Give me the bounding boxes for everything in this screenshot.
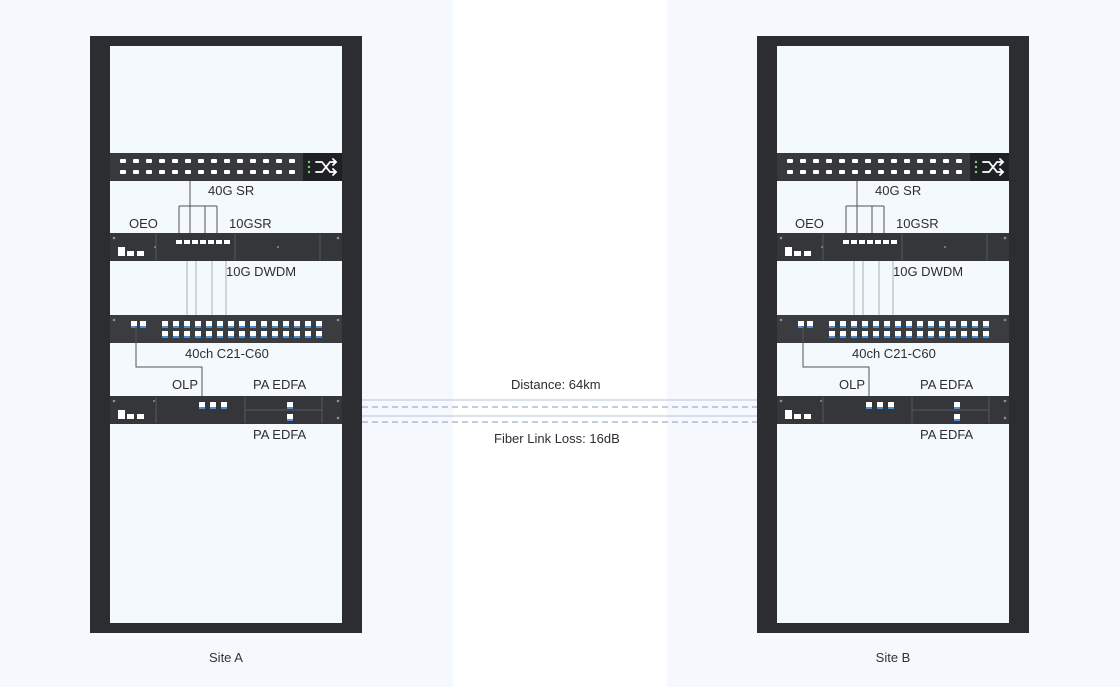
oeo-label: OEO	[795, 216, 824, 231]
olp-label: OLP	[172, 377, 199, 392]
oeo-ports	[112, 234, 340, 260]
pa-edfa-top-label: PA EDFA	[920, 377, 974, 392]
mux-unit[interactable]	[110, 315, 342, 343]
link-loss-label: Fiber Link Loss: 16dB	[494, 431, 620, 446]
pa-edfa-bottom-label: PA EDFA	[253, 427, 307, 442]
site-b-label: Site B	[875, 650, 911, 665]
switch-unit[interactable]	[110, 153, 342, 181]
switch-ports	[120, 153, 342, 181]
switch-ports-label: 40G SR	[208, 183, 255, 198]
oeo-line-label: 10G DWDM	[893, 264, 964, 279]
switch-ports-label: 40G SR	[875, 183, 922, 198]
oeo-label: OEO	[129, 216, 158, 231]
oeo-ports	[779, 234, 1007, 260]
olp-label: OLP	[839, 377, 866, 392]
mux-ports	[112, 318, 340, 338]
pa-edfa-top-label: PA EDFA	[253, 377, 307, 392]
oeo-unit[interactable]	[110, 233, 342, 261]
switch-ports	[787, 153, 1009, 181]
pa-edfa-bottom-label: PA EDFA	[920, 427, 974, 442]
olp-edfa-ports	[779, 397, 1007, 423]
site-a-label: Site A	[209, 650, 243, 665]
olp-edfa-unit[interactable]	[777, 396, 1009, 424]
olp-edfa-unit[interactable]	[110, 396, 342, 424]
shuffle-icon	[315, 158, 338, 176]
link-distance-label: Distance: 64km	[511, 377, 601, 392]
mux-ports	[779, 318, 1007, 338]
switch-unit[interactable]	[777, 153, 1009, 181]
oeo-client-label: 10GSR	[896, 216, 939, 231]
oeo-unit[interactable]	[777, 233, 1009, 261]
olp-edfa-ports	[112, 397, 340, 423]
mux-label: 40ch C21-C60	[185, 346, 269, 361]
oeo-client-label: 10GSR	[229, 216, 272, 231]
oeo-line-label: 10G DWDM	[226, 264, 297, 279]
mux-label: 40ch C21-C60	[852, 346, 936, 361]
shuffle-icon	[982, 158, 1005, 176]
mux-unit[interactable]	[777, 315, 1009, 343]
